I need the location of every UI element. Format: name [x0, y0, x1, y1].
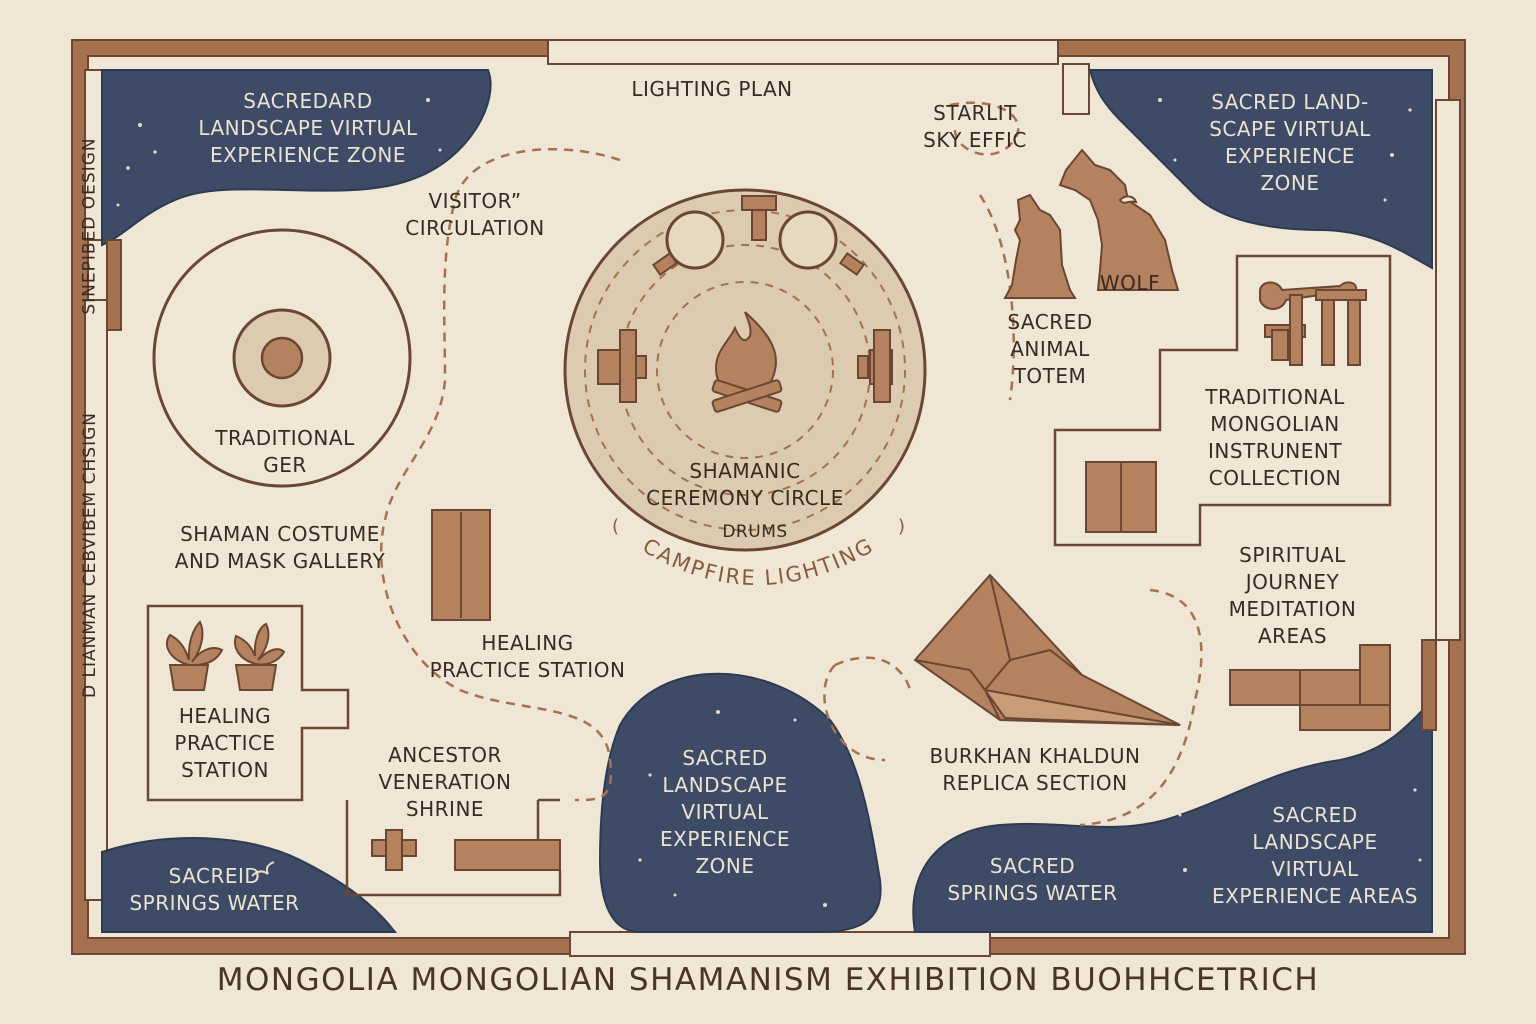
label-sacred-landscape-top-right: SACRED LAND- SCAPE VIRTUAL EXPERIENCE ZO…	[1209, 90, 1371, 195]
label-sacred-animal-totem: SACRED ANIMAL TOTEM	[1007, 310, 1093, 388]
campfire-icon	[711, 311, 783, 413]
drum-icon	[665, 210, 838, 270]
label-sacred-landscape-top-left: SACREDARD LANDSCAPE VIRTUAL EXPERIENCE Z…	[198, 89, 418, 167]
arc-bracket-right: )	[898, 516, 905, 537]
label-traditional-ger: TRADITIONAL GER	[215, 426, 355, 477]
label-drums: DRUMS	[722, 522, 788, 542]
door-frame	[1062, 63, 1090, 115]
shrine-icon	[345, 798, 562, 897]
label-sacred-springs-right: SACRED SPRINGS WATER	[947, 854, 1118, 905]
label-sacred-springs-left: SACREID SPRINGS WATER	[129, 864, 300, 915]
ger-icon	[152, 228, 412, 488]
potted-plant-icon	[165, 620, 286, 691]
stars	[116, 98, 1422, 907]
label-costume-gallery: SHAMAN COSTUME AND MASK GALLERY	[174, 522, 386, 573]
label-starlit-sky: STARLIT SKY EFFIC	[923, 101, 1027, 152]
instrument-icon	[1259, 281, 1367, 366]
healing-room-outline	[146, 604, 350, 802]
label-sacred-landscape-bottom-right: SACRED LANDSCAPE VIRTUAL EXPERIENCE AREA…	[1212, 803, 1418, 908]
meditation-blocks	[1229, 644, 1391, 731]
zone-top-left	[101, 69, 492, 247]
label-shamanic-ceremony-circle: SHAMANIC CEREMONY CIRCLE	[646, 459, 844, 510]
mountain-icon	[913, 573, 1181, 726]
zone-bottom-left	[101, 837, 398, 933]
side-text-lower: D LIANMAN CEBVIBEM CHSIGN	[80, 412, 100, 698]
zone-bottom-right	[912, 697, 1433, 933]
label-spiritual-journey: SPIRITUAL JOURNEY MEDITATION AREAS	[1228, 543, 1357, 648]
water-zones	[101, 69, 1433, 933]
label-visitor-circulation: VISITOR” CIRCULATION	[405, 189, 545, 240]
zone-top-right	[1088, 69, 1433, 270]
wall-stubs	[106, 239, 1437, 731]
wave-icon	[251, 861, 275, 877]
label-healing-station-left: HEALING PRACTICE STATION	[174, 704, 276, 782]
footer-title: MONGOLIA MONGOLIAN SHAMANISM EXHIBITION …	[216, 962, 1320, 998]
zone-bottom-center	[598, 672, 882, 933]
label-instrument-collection: TRADITIONAL MONGOLIAN INSTRUNENT COLLECT…	[1205, 385, 1345, 490]
label-ancestor-shrine: ANCESTOR VENERATION SHRINE	[378, 743, 512, 821]
label-healing-station-center: HEALING PRACTICE STATION	[429, 631, 626, 682]
label-lighting-plan: LIGHTING PLAN	[631, 77, 793, 101]
instrument-cabinet	[1085, 461, 1157, 533]
label-burkhan-khaldun: BURKHAN KHALDUN REPLICA SECTION	[929, 744, 1141, 795]
drum-stands	[597, 195, 893, 403]
gallery-panel	[431, 509, 491, 621]
arc-bracket-left: (	[612, 516, 619, 537]
label-campfire-lighting: CAMPFIRE LIGHTING	[639, 533, 878, 590]
side-text-upper: SINEPIBED OESIGN	[79, 137, 100, 315]
label-sacred-landscape-bottom: SACRED LANDSCAPE VIRTUAL EXPERIENCE ZONE	[659, 746, 791, 878]
wolf-icon	[1003, 148, 1180, 299]
label-wolf: WOLF	[1099, 271, 1161, 295]
instrument-room-outline	[1053, 254, 1392, 547]
